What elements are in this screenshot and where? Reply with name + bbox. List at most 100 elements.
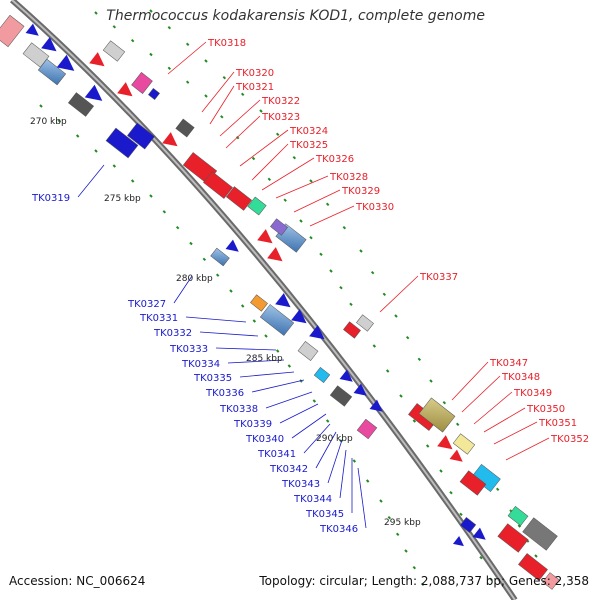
gene-block bbox=[313, 367, 331, 383]
track-tick bbox=[130, 38, 135, 43]
gene-arrow bbox=[369, 399, 383, 412]
gene-arrow bbox=[339, 369, 353, 382]
topology-text: Topology: circular; Length: 2,088,737 bp… bbox=[259, 574, 589, 588]
gene-block bbox=[259, 304, 295, 336]
reverse-gene-label: TK0344 bbox=[293, 494, 332, 505]
forward-gene-label: TK0347 bbox=[489, 358, 528, 369]
track-tick bbox=[412, 419, 417, 423]
forward-gene-leader bbox=[261, 157, 315, 191]
kbp-scale-label: 285 kbp bbox=[246, 354, 283, 364]
track-tick bbox=[370, 270, 375, 275]
kbp-scale-label: 280 kbp bbox=[176, 274, 213, 284]
gene-block bbox=[518, 553, 548, 581]
accession-text: Accession: NC_006624 bbox=[9, 574, 146, 588]
gene-block bbox=[452, 433, 476, 455]
kbp-scale-label: 290 kbp bbox=[316, 434, 353, 444]
track-tick bbox=[204, 94, 208, 98]
forward-gene-label: TK0337 bbox=[419, 272, 458, 283]
track-tick bbox=[229, 289, 233, 293]
track-tick bbox=[495, 487, 500, 492]
track-tick bbox=[299, 219, 303, 223]
forward-gene-leader bbox=[293, 189, 341, 213]
reverse-gene-leader bbox=[279, 403, 319, 424]
track-tick bbox=[387, 515, 392, 520]
track-tick bbox=[404, 549, 408, 553]
track-tick bbox=[395, 532, 400, 537]
forward-gene-label: TK0318 bbox=[207, 38, 246, 49]
reverse-gene-leader bbox=[303, 423, 331, 454]
reverse-gene-leader bbox=[315, 431, 337, 469]
forward-gene-label: TK0330 bbox=[355, 202, 394, 213]
gene-arrow bbox=[25, 23, 39, 36]
gene-block bbox=[148, 88, 160, 100]
reverse-gene-leader bbox=[327, 439, 343, 484]
gene-block bbox=[497, 523, 529, 553]
track-tick bbox=[287, 364, 292, 368]
gene-arrow bbox=[162, 132, 178, 147]
reverse-gene-leader bbox=[227, 359, 285, 364]
reverse-gene-label: TK0333 bbox=[169, 344, 208, 355]
reverse-gene-label: TK0334 bbox=[181, 359, 220, 370]
reverse-gene-label: TK0346 bbox=[319, 524, 358, 535]
gene-block bbox=[131, 72, 153, 94]
track-tick bbox=[292, 155, 297, 160]
track-tick bbox=[149, 9, 153, 13]
gene-arrow bbox=[89, 52, 105, 67]
forward-gene-leader bbox=[225, 115, 261, 149]
track-tick bbox=[385, 369, 390, 373]
track-tick bbox=[202, 257, 207, 262]
forward-gene-leader bbox=[379, 275, 419, 313]
gene-block bbox=[459, 470, 487, 496]
forward-gene-label: TK0348 bbox=[501, 372, 540, 383]
track-tick bbox=[267, 177, 272, 182]
track-tick bbox=[149, 52, 153, 57]
genome-title: Thermococcus kodakarensis KOD1, complete… bbox=[106, 8, 485, 24]
forward-gene-label: TK0322 bbox=[261, 96, 300, 107]
track-tick bbox=[112, 164, 117, 168]
track-tick bbox=[189, 241, 193, 246]
track-tick bbox=[455, 422, 460, 427]
genome-backbone-highlight bbox=[11, 0, 516, 600]
gene-block bbox=[175, 118, 195, 138]
forward-gene-label: TK0350 bbox=[526, 404, 565, 415]
reverse-gene-leader bbox=[173, 275, 193, 304]
track-tick bbox=[429, 379, 433, 383]
reverse-gene-leader bbox=[185, 316, 247, 323]
track-tick bbox=[372, 344, 377, 348]
reverse-gene-leader bbox=[199, 331, 259, 337]
gene-arrow bbox=[84, 84, 103, 101]
track-tick bbox=[167, 25, 172, 30]
track-tick bbox=[240, 304, 245, 308]
gene-block bbox=[105, 127, 139, 159]
gene-features-layer bbox=[0, 14, 560, 590]
track-tick bbox=[319, 252, 323, 257]
gene-block bbox=[102, 40, 126, 62]
reverse-gene-label: TK0345 bbox=[305, 509, 344, 520]
track-tick bbox=[420, 582, 425, 587]
track-tick bbox=[75, 134, 80, 138]
track-tick bbox=[220, 115, 224, 119]
gene-block bbox=[225, 186, 253, 211]
track-tick bbox=[175, 225, 180, 230]
track-tick bbox=[534, 554, 538, 558]
gene-block bbox=[522, 517, 558, 551]
track-tick bbox=[252, 319, 257, 323]
gene-arrow bbox=[267, 247, 283, 262]
reverse-gene-leader bbox=[339, 449, 347, 499]
track-tick bbox=[259, 109, 263, 113]
forward-gene-label: TK0324 bbox=[289, 126, 328, 137]
kbp-scale-label: 275 kbp bbox=[104, 194, 141, 204]
leader-lines-layer bbox=[77, 41, 550, 529]
gene-arrow bbox=[353, 383, 367, 396]
gene-block bbox=[329, 385, 353, 407]
reverse-gene-leader bbox=[77, 164, 105, 198]
forward-gene-label: TK0351 bbox=[538, 418, 577, 429]
track-tick bbox=[479, 555, 483, 560]
reverse-gene-label: TK0335 bbox=[193, 373, 232, 384]
track-tick bbox=[251, 156, 256, 161]
track-tick bbox=[162, 210, 167, 214]
track-tick bbox=[39, 104, 43, 108]
gene-arrow bbox=[309, 325, 325, 340]
gene-block bbox=[210, 247, 230, 267]
gene-arrow bbox=[117, 82, 133, 97]
